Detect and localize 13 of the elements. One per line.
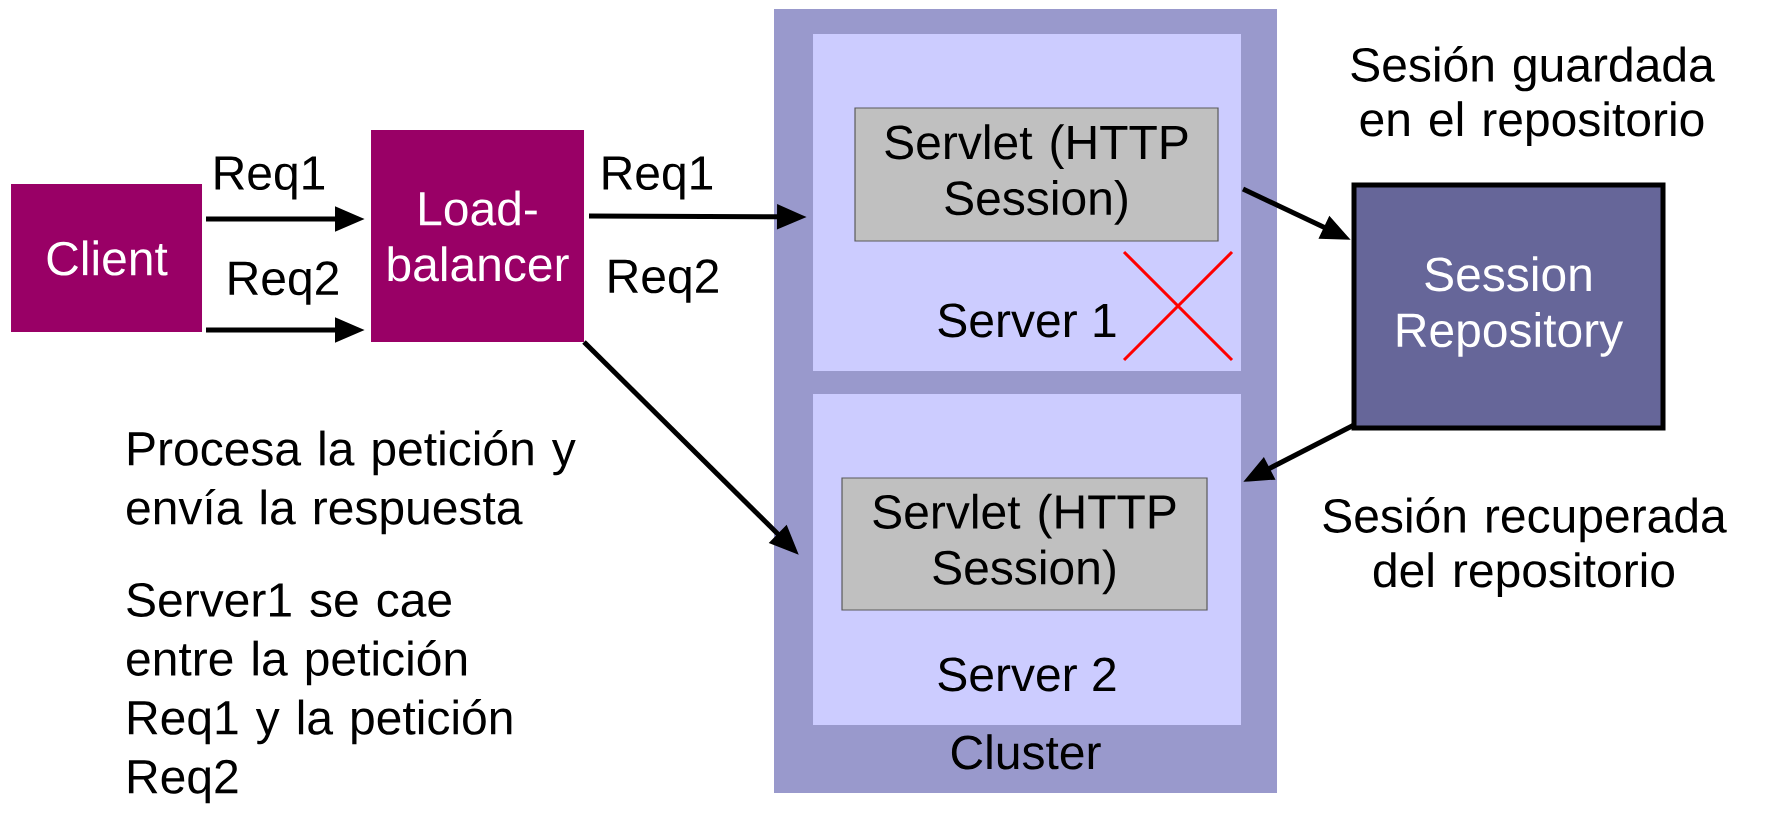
edge-label: Sesión recuperada del repositorio bbox=[1323, 497, 1727, 597]
servlet-box: Servlet (HTTP Session) bbox=[854, 107, 1219, 242]
servlet-box: Servlet (HTTP Session) bbox=[841, 477, 1208, 611]
process-box: Client bbox=[11, 184, 202, 332]
edge-label: Req1 bbox=[215, 156, 325, 200]
repository-box: Session Repository bbox=[1351, 182, 1666, 431]
note-text: Procesa la petición y envía la respuesta bbox=[127, 430, 576, 535]
edge-label: Req1 bbox=[603, 156, 713, 200]
edge-label: Req2 bbox=[229, 261, 338, 305]
edge-label: Sesión guardada en el repositorio bbox=[1351, 46, 1715, 146]
note-text: Server1 se cae entre la petición Req1 y la petición Req2 bbox=[127, 583, 512, 804]
process-box: Load-balancer bbox=[371, 130, 584, 342]
edge-label: Req2 bbox=[609, 259, 718, 303]
